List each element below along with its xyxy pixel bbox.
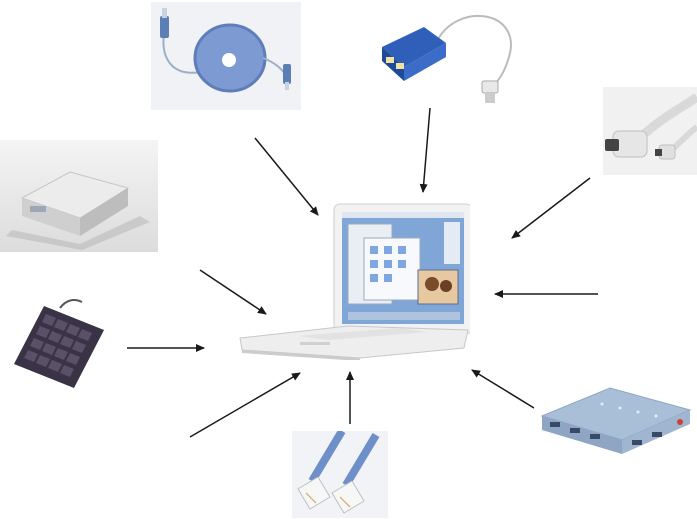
numeric-keypad-icon — [14, 299, 104, 388]
laptop-center — [238, 198, 470, 360]
peripheral-external-drive — [0, 140, 158, 252]
retractable-usb-cable-icon — [160, 8, 291, 93]
peripheral-retractable-cable — [151, 2, 301, 110]
firewire-connector-icon — [605, 93, 697, 160]
arrow-from-usb-hub — [471, 369, 535, 409]
usb-adapter-icon — [382, 14, 512, 103]
arrow-from-lower-left — [189, 372, 301, 438]
peripheral-rj11-cable — [292, 431, 388, 518]
peripheral-usb-adapter — [376, 5, 521, 105]
external-hard-drive-icon — [6, 171, 150, 250]
peripheral-firewire-cable — [603, 87, 697, 175]
peripheral-numeric-keypad — [12, 296, 107, 388]
usb-hub-icon — [540, 387, 692, 454]
arrow-from-usb-adapter — [419, 107, 431, 193]
arrow-from-firewire-cable — [511, 177, 591, 239]
laptop-icon — [239, 203, 470, 360]
peripheral-usb-hub — [540, 376, 697, 456]
telephone-rj11-cable-icon — [297, 431, 380, 514]
